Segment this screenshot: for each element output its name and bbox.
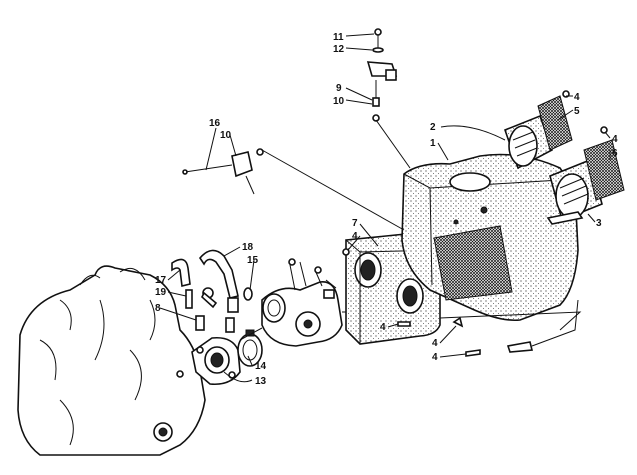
callout-3: 3 [596,218,602,229]
callout-labels: 11 12 9 10 16 10 2 1 4 5 4 6 3 7 4 18 15… [155,32,618,387]
callout-5: 5 [574,106,580,117]
callout-9: 9 [336,83,342,94]
callout-4-right: 4 [612,134,618,145]
callout-1: 1 [430,138,436,149]
callout-8: 8 [155,303,161,314]
callout-4-lower-left: 4 [380,322,386,333]
top-bracket [366,28,398,122]
carburetor [261,258,343,347]
callout-4-lower-mid: 4 [432,338,438,349]
filter-lower [546,158,603,225]
callout-14: 14 [255,361,267,372]
callout-6: 6 [612,148,618,159]
flange-gasket [237,329,263,367]
callout-2: 2 [430,122,436,133]
lower-hardware [342,90,608,357]
callout-10-upper: 10 [333,96,345,107]
callout-7: 7 [352,218,358,229]
callout-13: 13 [255,376,267,387]
throttle-cable [182,148,264,195]
callout-19: 19 [155,287,167,298]
callout-4-top: 4 [574,92,580,103]
callout-4-bottom: 4 [432,352,438,363]
callout-4-mid: 4 [352,231,358,242]
callout-16: 16 [209,118,221,129]
callout-15: 15 [247,255,259,266]
intake-flange [191,336,241,386]
engine [17,265,206,456]
leader-lines [159,33,611,383]
callout-18: 18 [242,242,254,253]
screen-6 [583,139,625,201]
callout-10-left: 10 [220,130,232,141]
fuel-hoses [171,249,239,313]
airbox [401,153,579,322]
screen-5 [537,95,573,151]
callout-12: 12 [333,44,345,55]
callout-17: 17 [155,275,167,286]
fittings [185,287,253,333]
filter-upper [503,114,553,170]
callout-11: 11 [333,32,344,43]
